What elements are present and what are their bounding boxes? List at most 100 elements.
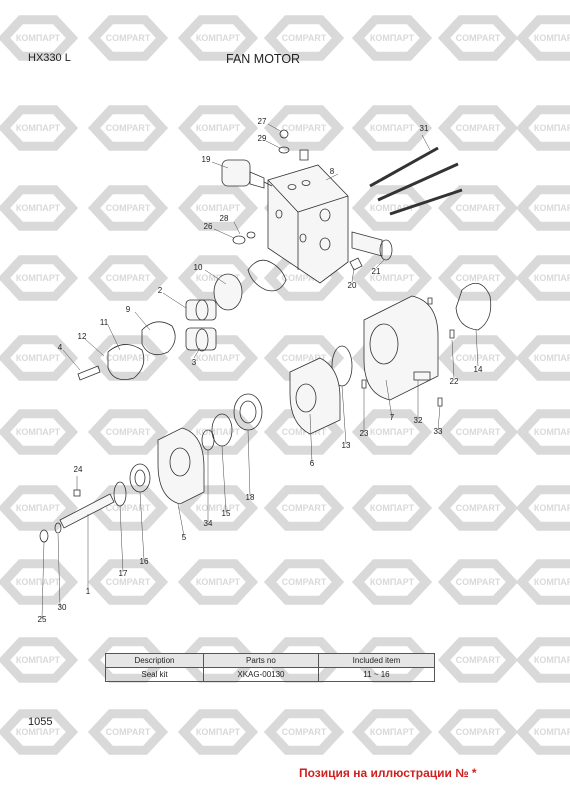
watermark-logo: COMPART [437,15,519,61]
watermark-text: КОМПАРТ [196,123,241,133]
callout-31: 31 [420,124,429,133]
watermark-logo: КОМПАРТ [351,485,433,531]
watermark-text: COMPART [282,353,327,363]
watermark-logo: КОМПАРТ [515,409,570,455]
callout-2: 2 [158,286,163,295]
watermark-text: КОМПАРТ [534,353,570,363]
watermark-text: КОМПАРТ [370,727,415,737]
watermark-text: COMPART [282,123,327,133]
motor-housing-part [363,295,439,401]
watermark-logo: КОМПАРТ [351,709,433,755]
watermark-text: COMPART [456,427,501,437]
watermark-logo: COMPART [437,105,519,151]
watermark-logo: КОМПАРТ [0,15,79,61]
watermark-logo: КОМПАРТ [177,485,259,531]
callout-15: 15 [222,509,231,518]
watermark-text: КОМПАРТ [370,503,415,513]
watermark-text: КОМПАРТ [196,273,241,283]
watermark-text: COMPART [282,577,327,587]
watermark-text: КОМПАРТ [196,203,241,213]
watermark-text: COMPART [106,503,151,513]
machine-model: HX330 L [28,52,71,64]
solenoid-part [221,159,273,189]
watermark-logo: КОМПАРТ [0,335,79,381]
callout-6: 6 [310,459,315,468]
watermark-text: COMPART [106,123,151,133]
header-included-item: Included item [317,653,436,668]
watermark-logo: КОМПАРТ [0,709,79,755]
watermark-logo: COMPART [87,559,169,605]
watermark-logo: КОМПАРТ [515,15,570,61]
watermark-logo: КОМПАРТ [351,15,433,61]
watermark-text: КОМПАРТ [534,655,570,665]
callout-26: 26 [204,222,213,231]
watermark-text: COMPART [282,33,327,43]
watermark-text: КОМПАРТ [370,123,415,133]
watermark-logo: КОМПАРТ [351,559,433,605]
header-parts-no: Parts no [202,653,319,668]
watermark-logo: COMPART [87,335,169,381]
watermark-text: COMPART [106,727,151,737]
watermark-text: КОМПАРТ [16,123,61,133]
watermark-text: COMPART [106,273,151,283]
watermark-logo: КОМПАРТ [351,255,433,301]
watermark-logo: COMPART [437,637,519,683]
watermark-logo: КОМПАРТ [0,409,79,455]
watermark-text: КОМПАРТ [370,203,415,213]
watermark-text: КОМПАРТ [196,577,241,587]
watermark-text: КОМПАРТ [16,33,61,43]
callout-24: 24 [74,465,83,474]
callout-1: 1 [86,587,91,596]
watermark-text: COMPART [456,203,501,213]
watermark-logo: COMPART [263,105,345,151]
watermark-text: КОМПАРТ [534,727,570,737]
watermark-text: КОМПАРТ [534,123,570,133]
callout-20: 20 [348,281,357,290]
watermark-text: COMPART [282,503,327,513]
callout-12: 12 [78,332,87,341]
callout-33: 33 [434,427,443,436]
watermark-logo: КОМПАРТ [515,637,570,683]
watermark-logo: КОМПАРТ [177,15,259,61]
watermark-logo: COMPART [437,409,519,455]
watermark-logo: КОМПАРТ [0,255,79,301]
watermark-text: КОМПАРТ [534,427,570,437]
watermark-logo: КОМПАРТ [177,105,259,151]
header-description: Description [105,653,204,668]
watermark-logo: КОМПАРТ [177,335,259,381]
callout-32: 32 [414,416,423,425]
watermark-text: COMPART [456,33,501,43]
watermark-text: COMPART [456,503,501,513]
watermark-logo: COMPART [87,709,169,755]
callout-18: 18 [246,493,255,502]
watermark-text: COMPART [282,427,327,437]
cell-included-item: 11 ~ 16 [317,667,436,682]
table-row: Seal kit XKAG-00130 11 ~ 16 [105,667,436,682]
callout-9: 9 [126,305,131,314]
watermark-text: КОМПАРТ [196,33,241,43]
callout-4: 4 [58,343,63,352]
watermark-text: КОМПАРТ [534,577,570,587]
watermark-logo: КОМПАРТ [351,409,433,455]
watermark-text: КОМПАРТ [534,503,570,513]
callout-10: 10 [194,263,203,272]
callout-19: 19 [202,155,211,164]
callout-25: 25 [38,615,47,624]
watermark-text: COMPART [106,33,151,43]
page-title: FAN MOTOR [226,52,301,66]
watermark-text: КОМПАРТ [370,577,415,587]
page-number: 1055 [28,716,53,728]
callout-27: 27 [258,117,267,126]
callout-3: 3 [192,358,197,367]
watermark-text: КОМПАРТ [534,33,570,43]
watermark-text: КОМПАРТ [370,427,415,437]
watermark-logo: КОМПАРТ [515,485,570,531]
watermark-logo: КОМПАРТ [515,559,570,605]
callout-11: 11 [100,318,109,327]
watermark-text: COMPART [456,123,501,133]
cell-description: Seal kit [105,667,204,682]
gear-pair-part [185,273,243,352]
watermark-logo: КОМПАРТ [515,255,570,301]
watermark-logo: КОМПАРТ [177,559,259,605]
